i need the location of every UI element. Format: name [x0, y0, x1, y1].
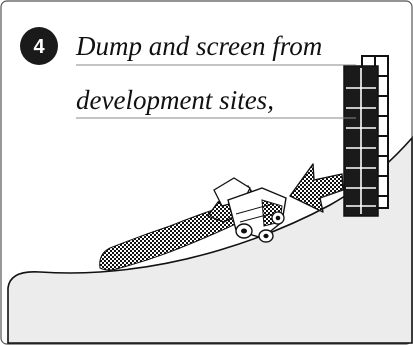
screen-tower-icon — [344, 56, 388, 216]
step-number: 4 — [33, 36, 45, 58]
caption-line-1: Dump and screen from — [76, 33, 322, 60]
caption-line-2: development sites, — [76, 87, 274, 114]
